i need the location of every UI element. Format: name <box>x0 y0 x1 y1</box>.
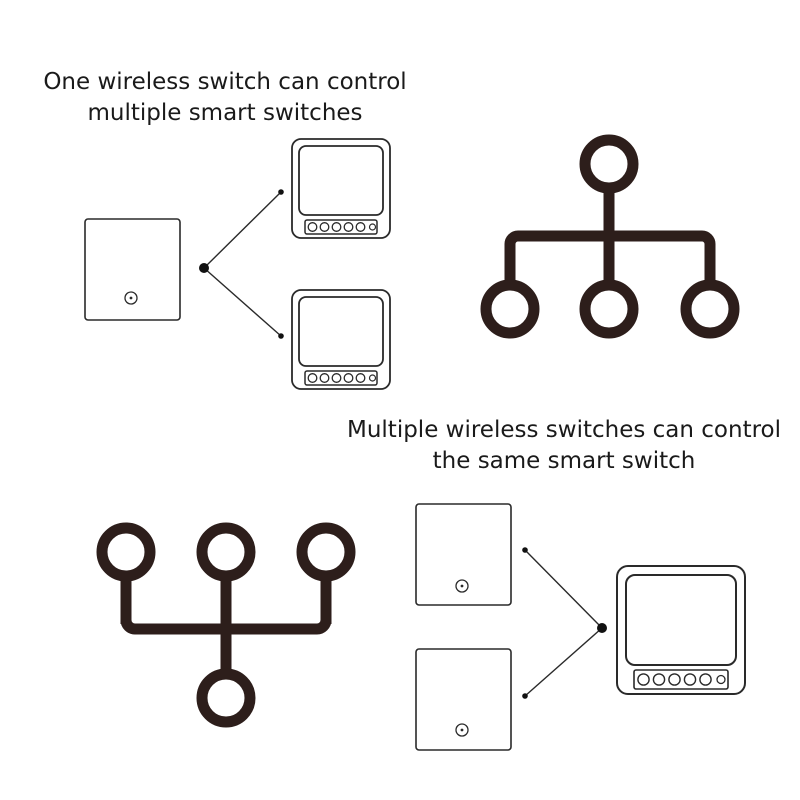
smart-switch <box>291 289 391 390</box>
smart-switch <box>616 565 746 695</box>
caption-one-to-many-line1: One wireless switch can control <box>43 69 407 95</box>
wireless-switch <box>84 218 181 321</box>
connector-lines <box>524 549 603 697</box>
hub-dot <box>597 623 607 633</box>
caption-one-to-many: One wireless switch can control multiple… <box>30 67 420 129</box>
hub-dot <box>199 263 209 273</box>
connector-lines <box>203 191 282 337</box>
caption-many-to-one-line1: Multiple wireless switches can control <box>346 417 781 443</box>
wireless-switch <box>415 648 512 751</box>
caption-many-to-one: Multiple wireless switches can control t… <box>342 415 786 477</box>
wireless-switch <box>415 503 512 606</box>
caption-many-to-one-line2: the same smart switch <box>432 448 696 474</box>
many-to-one-tree-icon <box>96 522 356 728</box>
many-to-one-diagram <box>415 503 746 751</box>
endpoint-dot <box>522 547 528 553</box>
caption-one-to-many-line2: multiple smart switches <box>87 100 363 126</box>
endpoint-dot <box>278 189 284 195</box>
smart-switch <box>291 138 391 239</box>
one-to-many-tree-icon <box>480 134 740 339</box>
endpoint-dot <box>522 693 528 699</box>
endpoint-dot <box>278 333 284 339</box>
one-to-many-diagram <box>84 138 391 390</box>
